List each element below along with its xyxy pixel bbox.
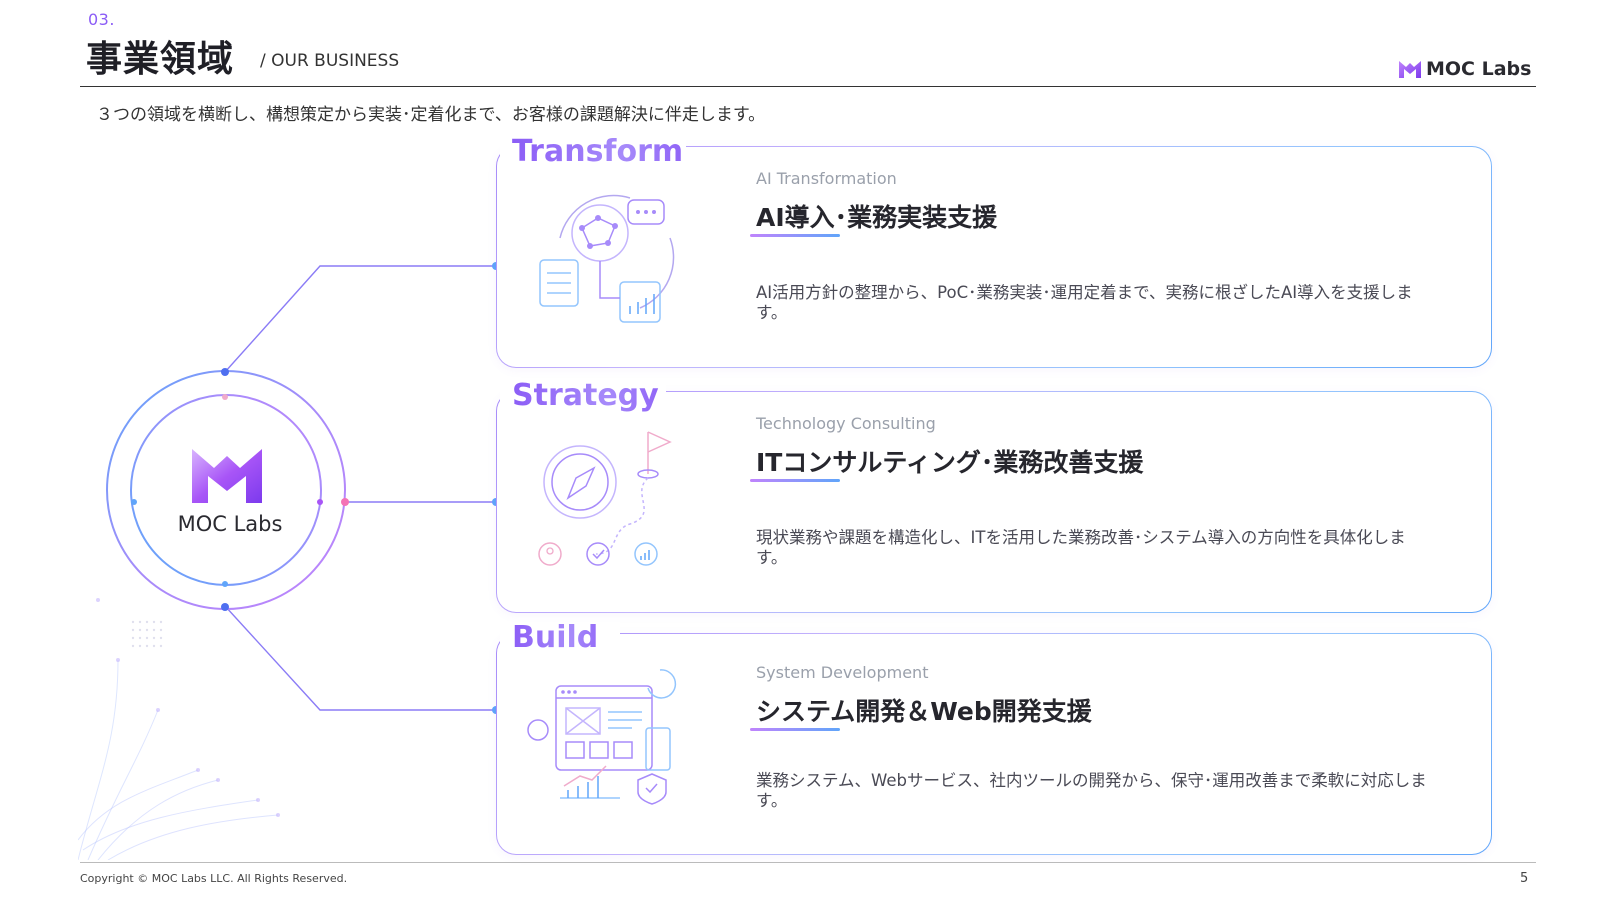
heading-underline (750, 234, 840, 237)
title-mask (500, 622, 620, 662)
page-number: 5 (1520, 871, 1529, 886)
card-heading: AI導入･業務実装支援 (756, 203, 998, 232)
heading-underline (750, 728, 840, 731)
card-description: 現状業務や課題を構造化し、ITを活用した業務改善･システム導入の方向性を具体化し… (756, 528, 1406, 567)
footer-divider (80, 862, 1536, 863)
decorative-background-lines (78, 598, 280, 860)
brand-name: MOC Labs (1426, 58, 1532, 80)
card-title-strategy: Strategy (510, 378, 673, 413)
compass-strategy-illustration-icon (538, 431, 672, 566)
title-mask (500, 136, 686, 176)
card-category-en: AI Transformation (756, 169, 897, 188)
card-heading: ITコンサルティング･業務改善支援 (756, 448, 1144, 477)
hub-logo-icon (192, 449, 262, 503)
hub-label: MOC Labs (177, 512, 283, 536)
card-title-transform: Transform (510, 134, 697, 169)
hub-connectors (106, 262, 500, 714)
page-subtitle: / OUR BUSINESS (260, 51, 400, 71)
ai-brain-illustration-icon (539, 194, 675, 323)
title-mask (500, 380, 666, 420)
card-description: 業務システム、Webサービス、社内ツールの開発から、保守･運用改善まで柔軟に対応… (756, 771, 1427, 810)
section-number: 03. (88, 10, 115, 29)
header-divider (80, 86, 1536, 87)
brand-logo: MOC Labs (1398, 58, 1531, 80)
card-heading: システム開発＆Web開発支援 (756, 697, 1092, 726)
page-title: 事業領域 (86, 39, 235, 80)
card-category-en: System Development (756, 663, 929, 682)
moc-logo-icon (1399, 61, 1421, 78)
copyright: Copyright © MOC Labs LLC. All Rights Res… (80, 872, 348, 885)
heading-underline (750, 479, 840, 482)
web-development-illustration-icon (527, 669, 677, 805)
card-title-build: Build (510, 620, 612, 655)
business-card-transform (496, 146, 1492, 368)
business-card-strategy (496, 391, 1492, 613)
card-category-en: Technology Consulting (756, 414, 936, 433)
card-description: AI活用方針の整理から、PoC･業務実装･運用定着まで、実務に根ざしたAI導入を… (756, 283, 1413, 322)
intro-text: ３つの領域を横断し、構想策定から実装･定着化まで、お客様の課題解決に伴走します。 (96, 105, 766, 125)
